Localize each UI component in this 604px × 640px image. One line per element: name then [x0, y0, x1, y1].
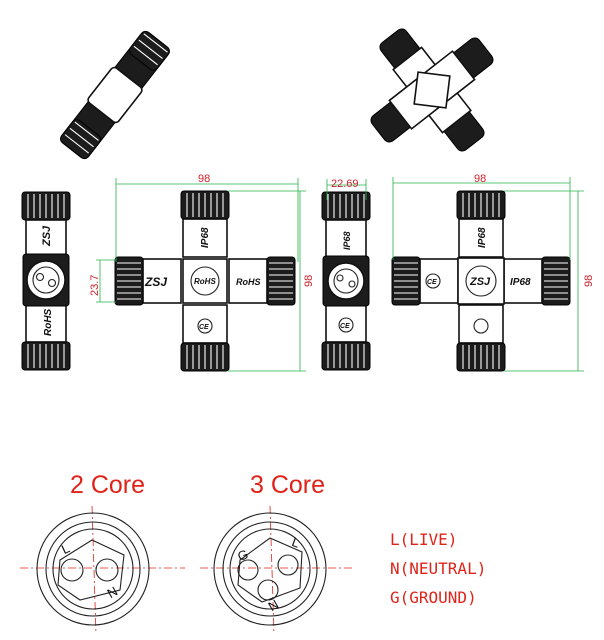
rohs-mark-right: RoHS: [236, 277, 261, 287]
ip68-mark: IP68: [200, 227, 211, 248]
legend-neutral: N(NEUTRAL): [390, 559, 486, 578]
dimensions-left: 98 98 23.7: [89, 173, 315, 372]
ip68-mark-right: IP68: [510, 277, 531, 288]
three-core-pinout: L G N: [200, 505, 355, 635]
dim-98-side-left: 98: [303, 275, 315, 287]
side-ip68-mark: IP68: [342, 231, 352, 250]
x-front-view-left: IP68 ZSJ RoHS RoHS CE: [115, 191, 295, 371]
dim-98-side-right: 98: [583, 275, 595, 287]
two-core-pin-l: L: [59, 540, 72, 557]
three-core-pin-l: L: [290, 534, 302, 551]
dim-23-7: 23.7: [89, 275, 101, 296]
two-core-title: 2 Core: [70, 471, 145, 499]
side-rohs-mark: RoHS: [43, 308, 54, 336]
inline-side-view: ZSJ RoHS: [21, 191, 71, 371]
side-brand-mark: ZSJ: [41, 225, 53, 247]
dimensions-right: 22.69 98 98: [326, 173, 595, 372]
x-connector-iso: [370, 28, 494, 152]
inline-connector-iso: [60, 30, 170, 160]
dim-98-top-right: 98: [474, 173, 486, 185]
brand-mark: ZSJ: [144, 275, 167, 289]
ce-mark-left: CE: [427, 279, 437, 286]
rohs-mark-center: RoHS: [194, 277, 216, 286]
dim-98-top-left: 98: [198, 173, 210, 185]
three-core-title: 3 Core: [250, 471, 325, 499]
legend-live: L(LIVE): [390, 530, 457, 549]
ce-mark: CE: [199, 324, 209, 331]
brand-mark-right: ZSJ: [469, 276, 491, 288]
dim-22-69: 22.69: [331, 178, 359, 190]
two-core-pinout: L N: [20, 505, 185, 635]
three-core-pin-n: N: [266, 596, 282, 614]
ip68-mark-top: IP68: [477, 227, 488, 248]
three-core-pin-g: G: [236, 546, 251, 564]
x-front-view-right: ZSJ IP68 IP68 CE: [392, 191, 570, 371]
two-core-pin-n: N: [105, 583, 121, 601]
t-side-view: IP68 CE: [321, 191, 371, 371]
legend-ground: G(GROUND): [390, 588, 477, 607]
side-ce-mark: CE: [340, 323, 350, 330]
